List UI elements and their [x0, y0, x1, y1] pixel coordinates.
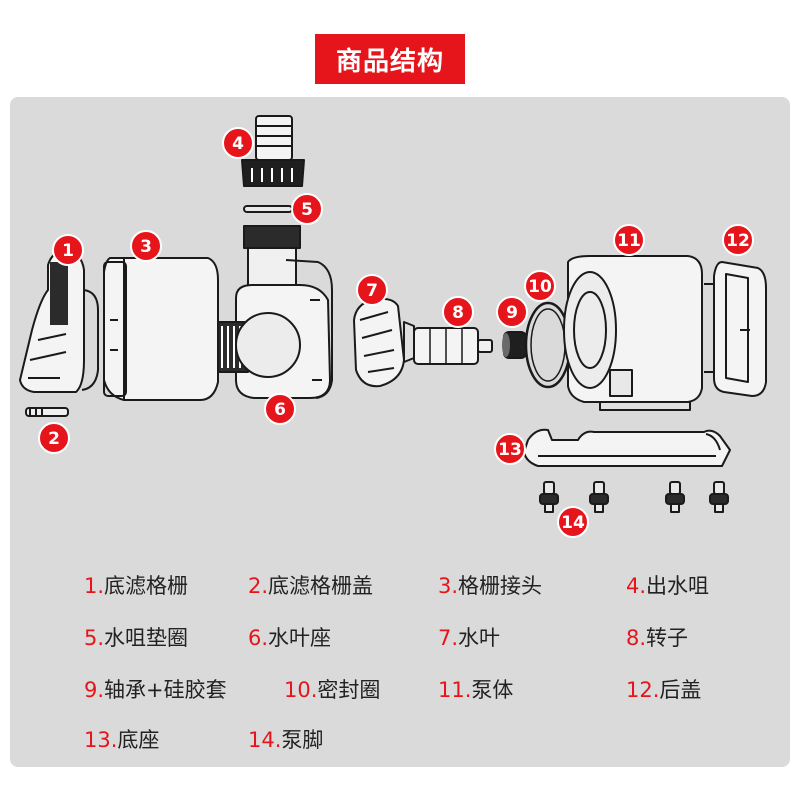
callout-13: 13 [494, 433, 526, 465]
svg-text:7: 7 [366, 281, 378, 301]
svg-text:1: 1 [62, 241, 74, 261]
callout-14: 14 [557, 506, 589, 538]
callout-badges: 1 2 3 4 5 6 7 8 9 10 11 12 13 14 [38, 127, 754, 538]
callout-5: 5 [291, 193, 323, 225]
svg-text:6: 6 [274, 400, 286, 420]
part-rotor [413, 327, 493, 365]
part-pump-feet [539, 481, 729, 513]
callout-9: 9 [496, 296, 528, 328]
svg-text:13: 13 [498, 440, 522, 460]
page-title: 商品结构 [315, 34, 465, 84]
part-outlet-nozzle [241, 115, 305, 187]
callout-1: 1 [52, 234, 84, 266]
svg-text:8: 8 [452, 303, 464, 323]
callout-11: 11 [613, 224, 645, 256]
svg-text:14: 14 [561, 513, 585, 533]
callout-10: 10 [524, 270, 556, 302]
svg-text:4: 4 [232, 134, 244, 154]
callout-12: 12 [722, 224, 754, 256]
part-base [523, 428, 731, 467]
svg-text:3: 3 [140, 237, 152, 257]
part-filter-grille [19, 251, 99, 393]
svg-text:5: 5 [301, 200, 313, 220]
part-rear-cover [704, 261, 767, 397]
callout-3: 3 [130, 230, 162, 262]
part-nozzle-gasket [243, 205, 293, 213]
part-pump-body [563, 255, 703, 411]
svg-text:9: 9 [506, 303, 518, 323]
svg-text:11: 11 [617, 231, 641, 251]
part-seal-ring [524, 301, 572, 389]
callout-7: 7 [356, 274, 388, 306]
svg-text:12: 12 [726, 231, 750, 251]
part-grille-cover [25, 407, 69, 417]
callout-8: 8 [442, 296, 474, 328]
part-impeller [353, 297, 415, 388]
svg-text:10: 10 [528, 277, 552, 297]
part-bearing [502, 331, 527, 359]
callout-6: 6 [264, 393, 296, 425]
part-impeller-seat [217, 225, 333, 399]
callout-2: 2 [38, 422, 70, 454]
callout-4: 4 [222, 127, 254, 159]
svg-text:2: 2 [48, 429, 60, 449]
part-grille-connector [103, 257, 219, 401]
